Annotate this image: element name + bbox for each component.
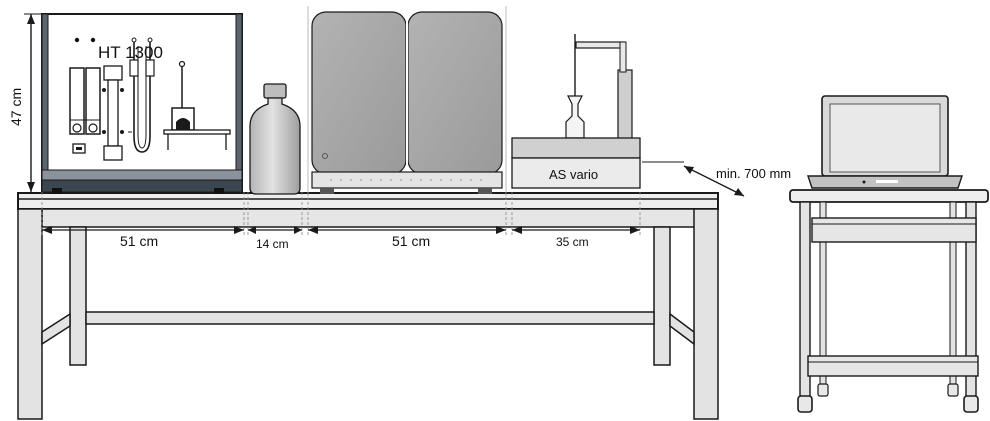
analyzer-unit <box>307 6 507 196</box>
dimension-width-ht <box>42 226 244 234</box>
sampler-name-label: AS vario <box>549 167 598 182</box>
depth-dimension-label: min. 700 mm <box>716 166 791 181</box>
width-bottle-label: 14 cm <box>256 237 289 251</box>
device-name-label: HT 1300 <box>98 43 163 62</box>
table-brace-left <box>41 312 71 346</box>
ht1300-device: HT 1300 <box>41 13 243 194</box>
height-dimension-label: 47 cm <box>8 88 24 126</box>
sampler-base <box>511 157 641 189</box>
width-ht-label: 51 cm <box>120 233 158 249</box>
width-analyzer-label: 51 cm <box>392 233 430 249</box>
dimension-width-sampler <box>512 226 640 234</box>
table-brace-right <box>669 312 695 346</box>
computer-cart <box>789 189 989 413</box>
width-sampler-label: 35 cm <box>556 235 589 249</box>
reagent-bottle <box>249 83 301 195</box>
table-leg-left-front <box>17 208 43 420</box>
table-top <box>17 192 719 210</box>
vertical-guides <box>41 192 641 236</box>
table-stretcher <box>85 311 655 325</box>
table-leg-right-front <box>693 208 719 420</box>
dimension-depth <box>642 161 745 197</box>
autosampler: AS vario <box>511 34 641 189</box>
laptop <box>807 95 963 189</box>
table-leg-left-back <box>69 226 87 366</box>
ht1300-base <box>41 179 243 193</box>
dimension-height <box>24 13 42 192</box>
table-apron <box>41 208 697 228</box>
lab-table <box>17 192 719 420</box>
dimension-width-analyzer <box>308 226 506 234</box>
dimension-width-bottle <box>248 226 302 234</box>
table-leg-right-back <box>653 226 671 366</box>
